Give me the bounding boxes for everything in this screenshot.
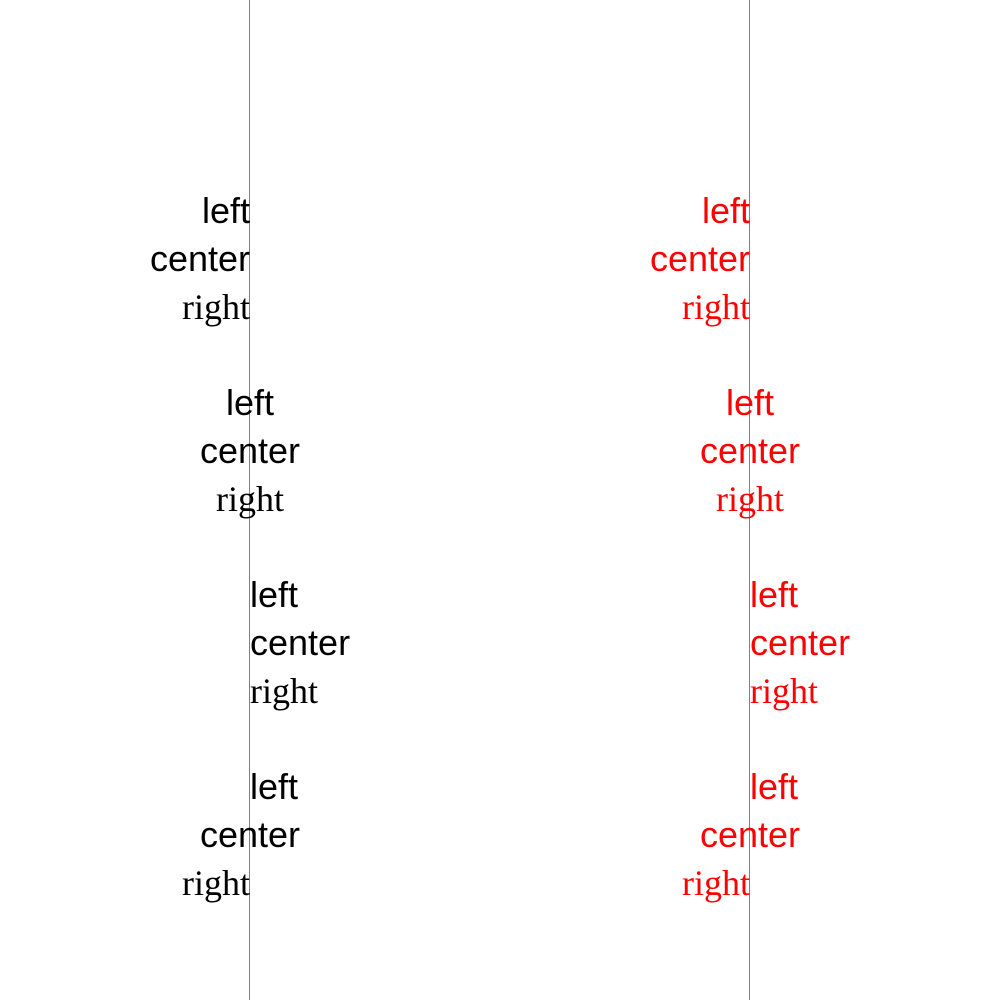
word-right: right xyxy=(682,287,750,327)
word-center: center xyxy=(649,238,750,279)
word-center: center xyxy=(699,814,801,855)
word-center: center xyxy=(250,622,351,663)
word-right: right xyxy=(216,479,284,519)
word-left: left xyxy=(250,574,299,615)
black-column: left center right left center right left… xyxy=(150,0,750,1000)
word-right: right xyxy=(682,863,750,903)
red-column: left center right left center right left… xyxy=(650,0,1000,1000)
word-left: left xyxy=(250,766,299,807)
left-guide-line xyxy=(249,0,250,1000)
word-left: left xyxy=(750,574,799,615)
word-right: right xyxy=(750,671,818,711)
word-center: center xyxy=(699,430,801,471)
word-left: left xyxy=(701,190,750,231)
word-right: right xyxy=(716,479,784,519)
word-center: center xyxy=(149,238,250,279)
word-center: center xyxy=(199,430,301,471)
word-right: right xyxy=(182,863,250,903)
right-guide-line xyxy=(749,0,750,1000)
word-left: left xyxy=(750,766,799,807)
word-left: left xyxy=(225,382,275,423)
word-center: center xyxy=(750,622,851,663)
word-right: right xyxy=(250,671,318,711)
word-left: left xyxy=(725,382,775,423)
word-right: right xyxy=(182,287,250,327)
word-center: center xyxy=(199,814,301,855)
word-left: left xyxy=(201,190,250,231)
